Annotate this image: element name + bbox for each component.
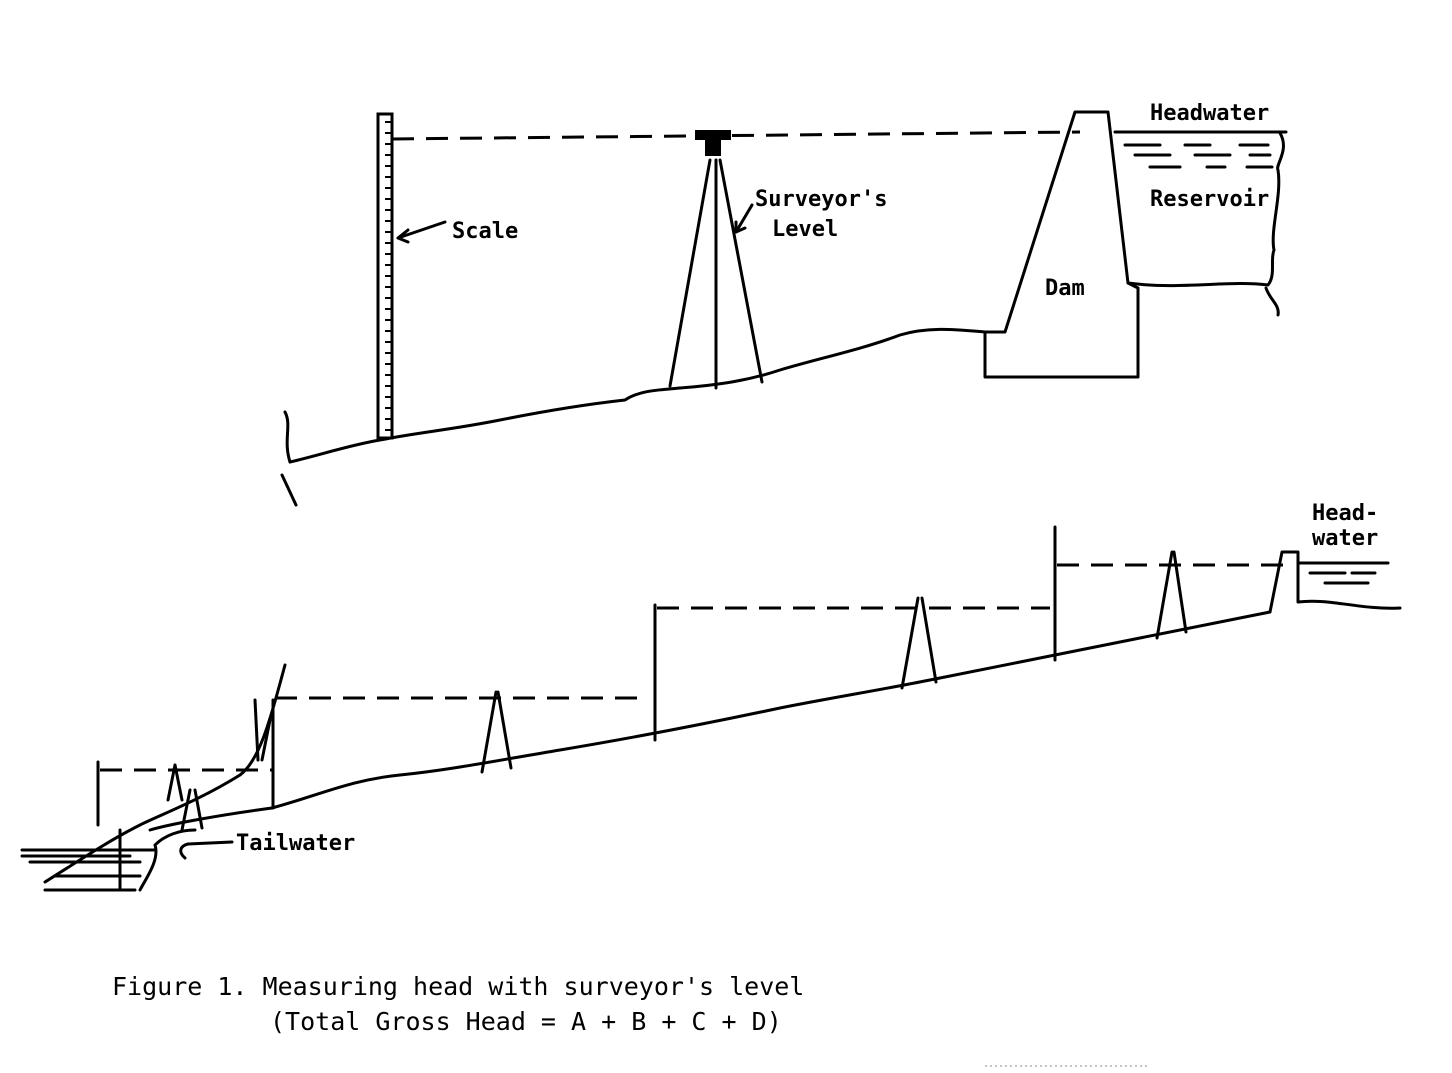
staffs — [96, 525, 1057, 827]
dam-label: Dam — [1045, 276, 1085, 301]
reservoir-edge — [1126, 131, 1285, 317]
surveyors-level-label-2: Level — [772, 217, 838, 242]
level-arrow-icon — [734, 203, 754, 234]
headwater-label-bottom-1: Head- — [1312, 501, 1378, 526]
scale-arrow-icon — [396, 220, 447, 244]
caption-line-2: (Total Gross Head = A + B + C + D) — [270, 1007, 782, 1036]
dam-structure — [983, 110, 1140, 379]
headwater-label: Headwater — [1150, 101, 1269, 126]
bottom-diagram: Tailwater Head- water — [20, 501, 1402, 892]
ground-left-break — [280, 410, 298, 507]
surveyors-level-icon — [668, 130, 764, 390]
tailwater-arrow-icon — [179, 840, 234, 860]
tailwater-bank — [138, 828, 197, 892]
tailwater-lines — [20, 828, 157, 892]
headwater-label-bottom-2: water — [1312, 526, 1378, 551]
water-lines-top — [1123, 143, 1274, 169]
reservoir-label: Reservoir — [1150, 187, 1269, 212]
water-lines-bottom-right — [1298, 561, 1390, 585]
sight-line-top — [391, 130, 1081, 141]
tripod-icons — [166, 550, 1188, 832]
tailwater-label: Tailwater — [236, 831, 355, 856]
scale-ticks — [385, 121, 392, 431]
scale-label: Scale — [452, 219, 518, 244]
caption-line-1: Figure 1. Measuring head with surveyor's… — [112, 972, 804, 1001]
top-diagram: Scale Surveyor's Level Dam Headwater Res… — [280, 101, 1288, 507]
sight-lines-bottom — [100, 563, 1285, 772]
ground-profile-top — [288, 327, 987, 464]
surveyors-level-label-1: Surveyor's — [755, 187, 887, 212]
headwater-dam-bottom — [1268, 550, 1402, 614]
